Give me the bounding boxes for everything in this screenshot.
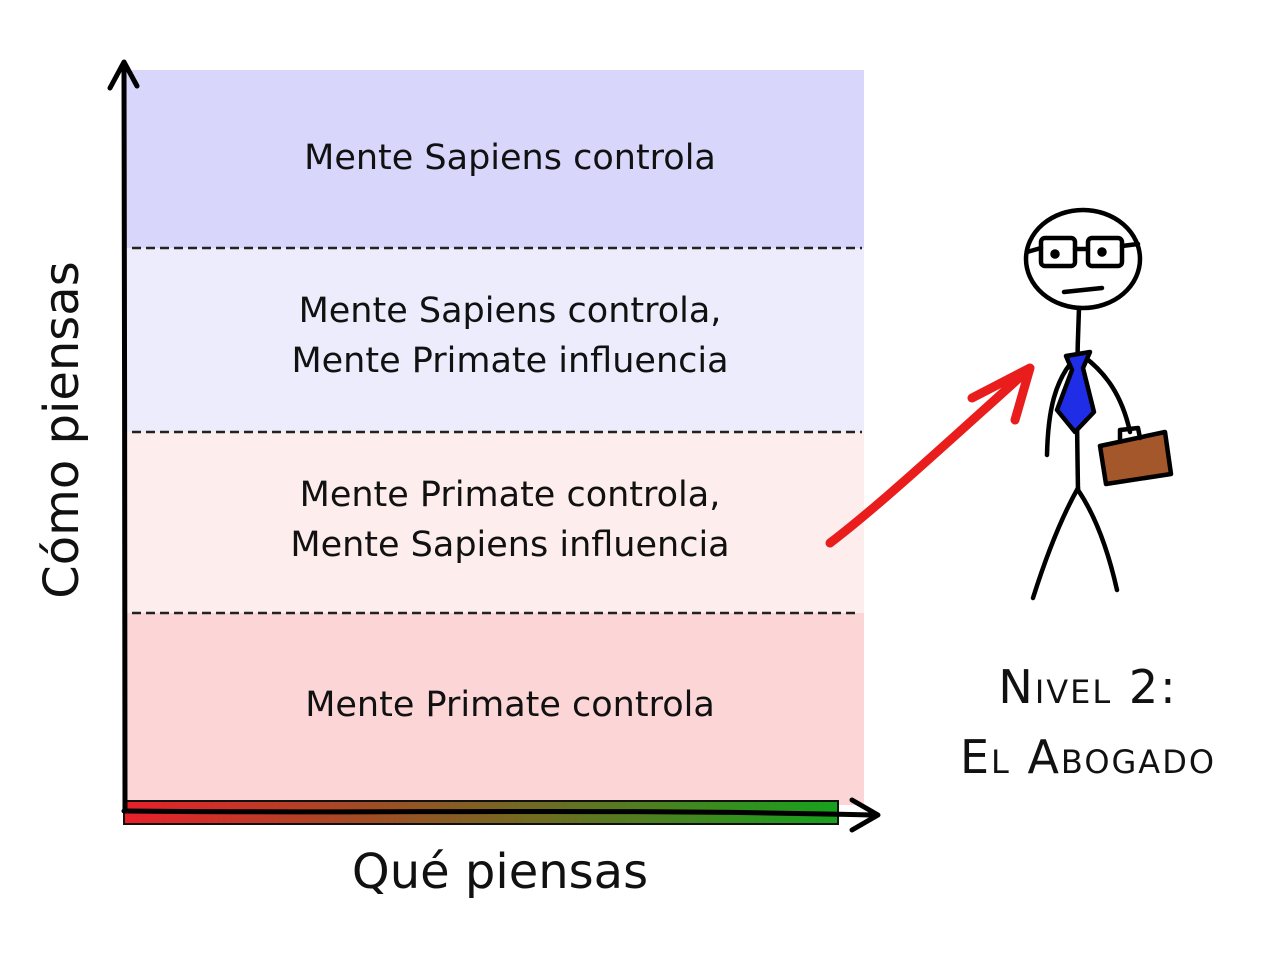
y-axis-label: Cómo piensas [34,261,90,599]
figure-mouth [1061,285,1105,295]
glasses-icon [1085,235,1125,269]
briefcase-handle [1117,425,1143,443]
band-label-line: Mente Primate influencia [291,341,729,381]
glasses-icon [1038,235,1078,269]
band-label-line: Mente Sapiens controla, [298,291,722,331]
x-axis-line [121,808,875,818]
x-axis-arrowhead [849,797,881,833]
briefcase-icon [1097,429,1174,487]
band-label-line: Mente Primate controla, [299,475,721,515]
band-primate-controls [126,613,864,805]
y-axis-line [121,67,128,813]
level-caption-title: Nivel 2: [998,660,1178,714]
tie-icon [1054,349,1097,435]
band-label-sapiens-controls-primate-influences: Mente Sapiens controla, Mente Primate in… [130,286,890,386]
pointer-arrow-head [967,363,1035,425]
lawyer-stick-figure [1023,207,1174,601]
x-axis-label: Qué piensas [351,844,649,900]
band-label-sapiens-controls: Mente Sapiens controla [130,133,890,183]
y-axis-arrowhead [107,59,140,91]
figure-right-arm [1080,353,1133,435]
figure-left-leg [1030,485,1081,601]
pointer-arrow [825,365,1033,548]
figure-head [1023,207,1143,311]
band-label-line: Mente Sapiens influencia [290,525,730,565]
band-sapiens-controls-primate-influences [126,248,864,432]
band-label-primate-controls-sapiens-influences: Mente Primate controla, Mente Sapiens in… [130,470,890,570]
band-primate-controls-sapiens-influences [126,432,864,613]
band-label-line: Mente Primate controla [305,685,715,725]
band-sapiens-controls [126,70,864,248]
band-label-line: Mente Sapiens controla [304,138,716,178]
band-label-primate-controls: Mente Primate controla [130,680,890,730]
level-caption-name: El Abogado [959,730,1217,784]
figure-right-leg [1075,487,1120,593]
